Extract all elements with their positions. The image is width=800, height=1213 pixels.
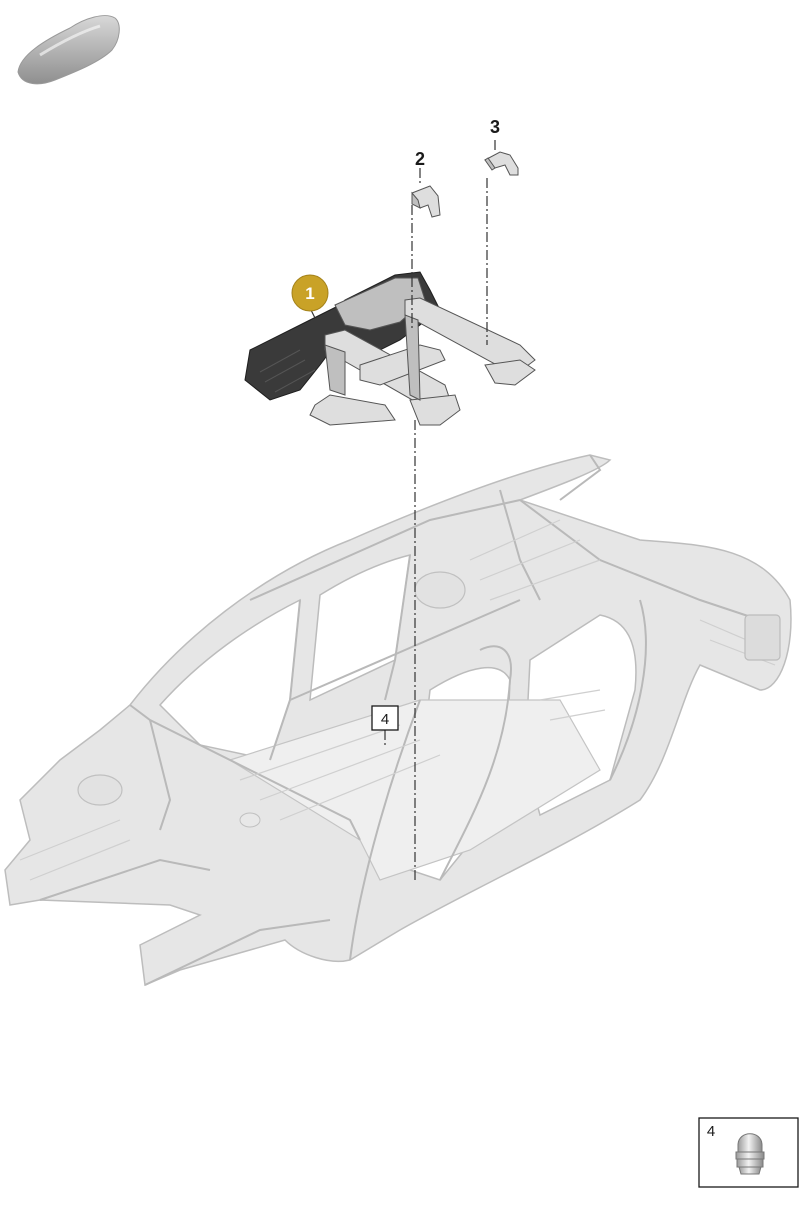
callout-3[interactable]: 3 (490, 117, 500, 137)
cap-nut-icon (735, 1133, 765, 1175)
legend-box-4-label: 4 (707, 1123, 715, 1140)
callout-4[interactable]: 4 (371, 705, 399, 731)
callout-2-label: 2 (415, 149, 425, 169)
callout-4-label: 4 (381, 711, 389, 728)
part-2-bracket[interactable] (411, 185, 441, 218)
callout-1-label: 1 (305, 284, 314, 303)
car-silhouette-icon[interactable] (17, 15, 120, 85)
callout-1[interactable]: 1 (291, 274, 329, 312)
part-3-bracket[interactable] (484, 151, 519, 176)
callout-2[interactable]: 2 (415, 149, 425, 169)
part-1-assembly[interactable] (244, 271, 536, 426)
legend-box-4[interactable]: 4 (698, 1117, 799, 1188)
callout-3-label: 3 (490, 117, 500, 137)
